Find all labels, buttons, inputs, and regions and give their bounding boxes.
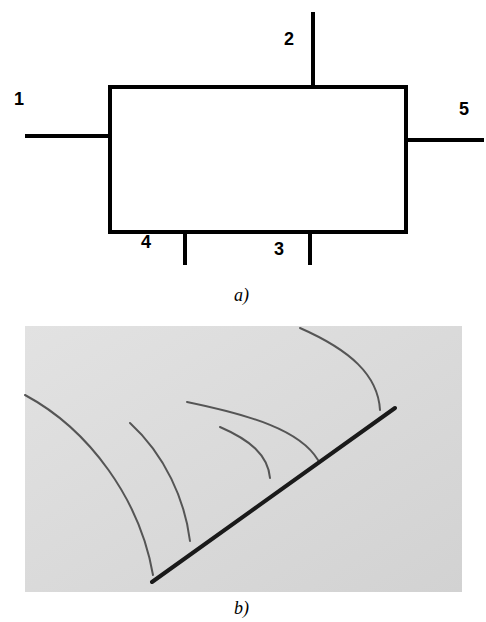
callout-number: 5 (459, 100, 469, 120)
callout-number: 2 (284, 30, 294, 50)
panel-label: a) (234, 286, 249, 306)
terminal-lead (311, 12, 315, 87)
wire (130, 423, 190, 541)
wire (25, 395, 153, 575)
terminal-lead (308, 232, 312, 265)
photo-ground (25, 326, 462, 592)
callout-number: 4 (141, 233, 151, 253)
callout-number: 1 (14, 90, 24, 110)
wire (187, 402, 318, 460)
block-outline (110, 87, 406, 232)
bar (152, 408, 395, 582)
block-schematic (25, 12, 484, 265)
wire (220, 427, 270, 478)
terminal-lead (25, 134, 110, 138)
terminal-lead (183, 232, 187, 265)
photo (25, 326, 462, 592)
panel-label: b) (234, 599, 249, 619)
wire (300, 328, 380, 410)
callout-number: 3 (274, 240, 284, 260)
terminal-lead (406, 138, 484, 142)
